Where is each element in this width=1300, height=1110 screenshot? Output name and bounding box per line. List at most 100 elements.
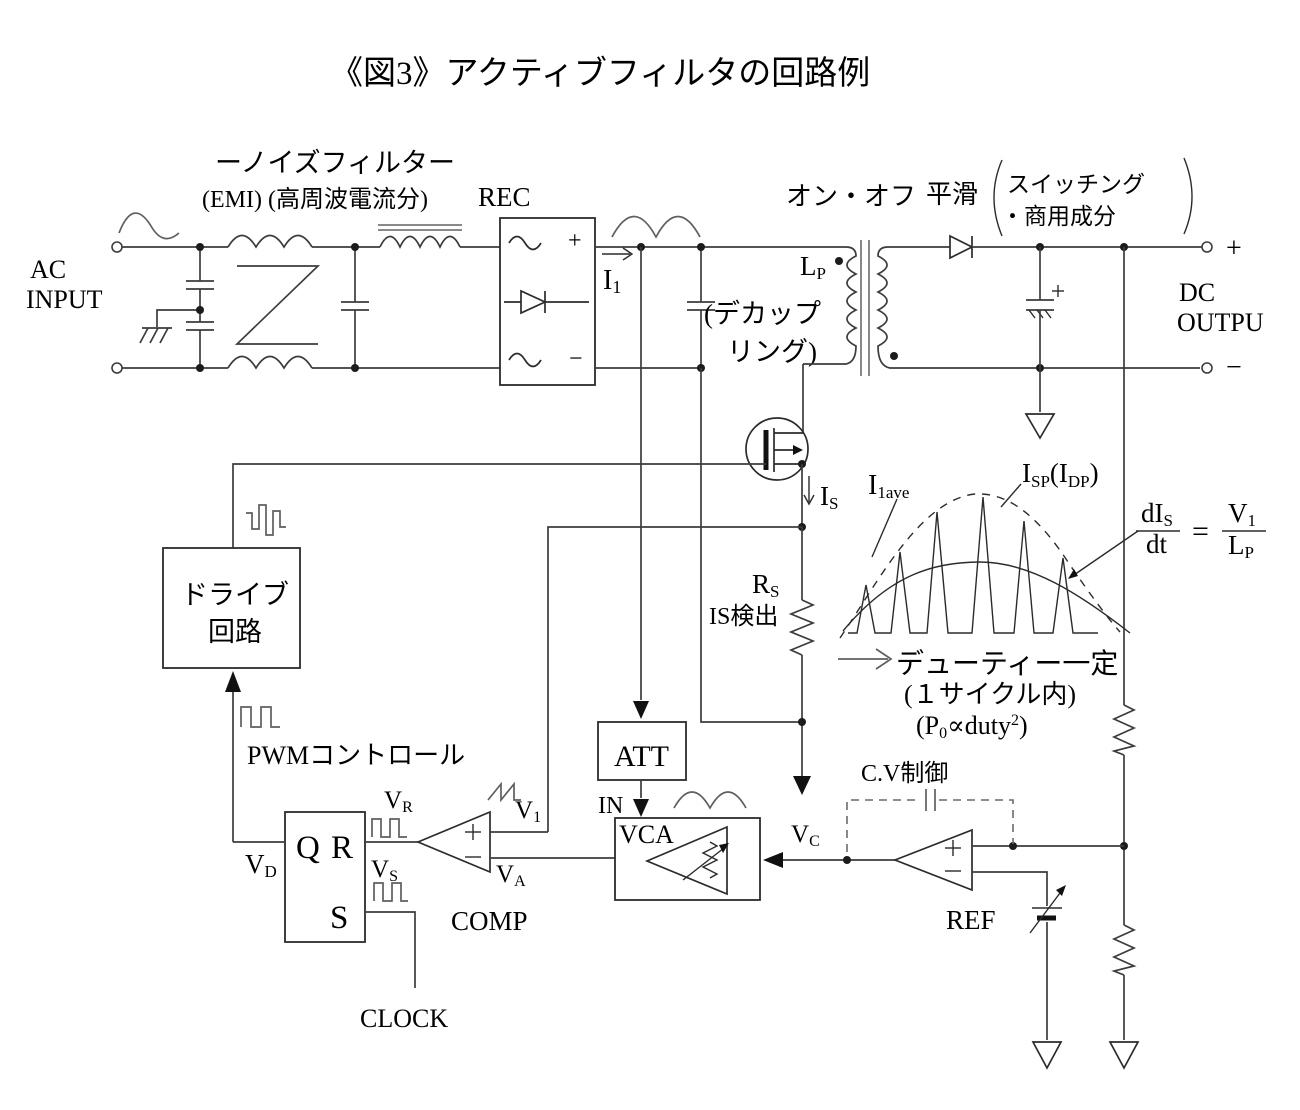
label-clock: CLOCK xyxy=(360,1004,448,1033)
att-input-arrow-icon xyxy=(633,701,649,719)
formula-eq: = xyxy=(1192,515,1209,548)
label-drive2: 回路 xyxy=(208,617,262,647)
label-rs: RS xyxy=(752,569,779,601)
label-duty2: (１サイクル内) xyxy=(904,680,1076,709)
gate-pwm-wave-icon xyxy=(246,504,286,536)
label-duty3: (P0∝duty2) xyxy=(916,711,1028,742)
switching-current-spikes xyxy=(848,496,1098,634)
vc-arrow-icon xyxy=(763,852,783,868)
mosfet-switch xyxy=(745,417,809,481)
label-drive1: ドライブ xyxy=(181,580,289,610)
label-i1ave: I1ave xyxy=(868,470,909,502)
ground-icon xyxy=(1108,1041,1140,1070)
formula-den2: LP xyxy=(1228,530,1254,562)
vca-gain-resistor-icon xyxy=(701,841,719,879)
mosfet-body-arrow-icon xyxy=(793,445,803,455)
gate-drive-path xyxy=(232,463,766,548)
label-vs: VS xyxy=(371,856,398,885)
label-comp: COMP xyxy=(451,906,528,936)
duty-annotation: デューティー一定 (１サイクル内) (P0∝duty2) xyxy=(838,648,1118,742)
sine-wave-icon xyxy=(118,212,180,240)
formula-num2: V1 xyxy=(1228,498,1256,530)
label-decoupling1: (デカップ xyxy=(704,299,821,329)
common-mode-core-icon xyxy=(234,265,321,345)
rs-resistor-icon xyxy=(788,599,816,656)
current-return-arrow-icon xyxy=(793,776,811,795)
rectified-wave-icon xyxy=(611,215,701,239)
comparator-block: V1 VA COMP xyxy=(415,526,802,936)
diode-icon xyxy=(520,289,548,315)
chassis-ground-icon xyxy=(139,327,172,344)
rectified-wave-icon xyxy=(673,791,747,810)
average-current-curve xyxy=(842,561,1131,634)
label-vc: VC xyxy=(791,821,820,850)
divider-resistor-upper-icon xyxy=(1111,704,1137,756)
secondary-polarity-dot xyxy=(890,352,898,360)
label-att: ATT xyxy=(614,740,669,773)
label-is-detect: IS検出 xyxy=(709,603,778,630)
choke-bottom-winding-icon xyxy=(227,355,313,370)
ac-symbol-top-icon xyxy=(508,235,542,251)
drive-input-arrow-icon xyxy=(225,671,241,692)
label-noise-filter-sub: (EMI) (高周波電流分) xyxy=(202,186,428,213)
pwm-square-wave-icon xyxy=(240,706,280,728)
sawtooth-wave-icon xyxy=(487,781,521,803)
label-smoothing: 平滑 xyxy=(926,180,978,209)
vca-gain-arrow-icon xyxy=(719,843,729,853)
label-rec: REC xyxy=(478,182,531,212)
formula-num1: dIS xyxy=(1141,498,1173,530)
envelope-curve xyxy=(839,493,1121,639)
label-pwm: PWMコントロール xyxy=(247,741,465,770)
choke-top-winding-icon xyxy=(227,234,313,249)
ref-amp-block: REF C.V制御 xyxy=(846,760,1124,1070)
output-plus: + xyxy=(1226,233,1242,264)
drive-circuit-block: ドライブ 回路 PWMコントロール xyxy=(162,547,465,842)
secondary-winding-icon xyxy=(876,246,1200,369)
series-inductor-icon xyxy=(379,235,461,249)
ground-icon xyxy=(1031,1041,1063,1070)
att-block: ATT xyxy=(597,247,687,781)
smoothing-capacitor-icon xyxy=(1024,247,1064,440)
transformer: LP xyxy=(800,240,1200,433)
cv-control-loop: C.V制御 xyxy=(846,760,1014,852)
label-input: INPUT xyxy=(26,285,103,314)
slope-formula: dIS dt = V1 LP xyxy=(1136,498,1266,562)
label-va: VA xyxy=(496,861,526,890)
label-q: Q xyxy=(296,830,320,866)
label-duty1: デューティー一定 xyxy=(896,648,1118,680)
label-noise-filter: ーノイズフィルター xyxy=(215,148,455,178)
divider-resistor-lower-icon xyxy=(1111,924,1137,976)
label-ac: AC xyxy=(30,255,66,284)
dc-link: I1 (デカップ リング) xyxy=(595,215,846,795)
formula-den1: dt xyxy=(1146,529,1168,559)
output-diode-icon xyxy=(949,234,974,260)
label-dc: DC xyxy=(1179,278,1215,307)
page-title: 《図3》アクティブフィルタの回路例 xyxy=(330,55,870,92)
label-i1: I1 xyxy=(603,265,621,297)
ac-input-terminals: AC INPUT xyxy=(26,212,180,374)
rectifier-block: + − xyxy=(499,217,596,386)
label-r: R xyxy=(331,830,353,866)
waveform-inset: I1ave ISP(IDP) デューティー一定 (１サイクル内) (P0∝dut… xyxy=(838,458,1266,742)
rec-minus: − xyxy=(569,346,583,372)
primary-polarity-dot xyxy=(835,257,843,265)
output-minus: − xyxy=(1226,352,1242,383)
label-is: IS xyxy=(820,481,838,513)
is-arrow xyxy=(803,476,815,506)
primary-winding-icon xyxy=(803,246,858,365)
label-vca: VCA xyxy=(619,820,674,849)
label-decoupling2: リング) xyxy=(727,337,817,367)
vca-block: IN VCA VC xyxy=(598,780,895,901)
vs-square-wave-icon xyxy=(373,882,408,902)
label-in: IN xyxy=(598,793,623,819)
slope-pointer-arrow-icon xyxy=(1068,569,1078,579)
vca-input-arrow-icon xyxy=(633,799,649,817)
label-on-off: オン・オフ xyxy=(786,182,916,211)
label-isp-idp: ISP(IDP) xyxy=(1022,458,1099,491)
ground-icon xyxy=(1024,413,1056,440)
label-vr: VR xyxy=(384,787,413,816)
rec-plus: + xyxy=(568,228,582,254)
vr-square-wave-icon xyxy=(371,818,407,838)
